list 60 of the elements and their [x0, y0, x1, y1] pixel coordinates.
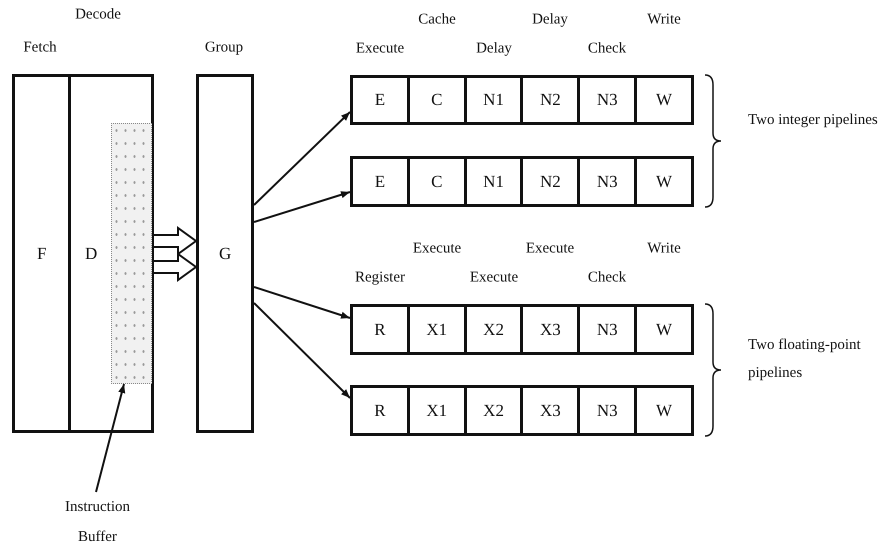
stage-label: Group	[204, 40, 244, 56]
stage-cell: X2	[464, 307, 520, 352]
arrow	[254, 286, 350, 319]
stage-cell: W	[634, 78, 691, 122]
stage-cell: E	[353, 159, 407, 204]
instruction-buffer	[111, 123, 152, 384]
stage-cell: E	[353, 78, 407, 122]
group-label: Two integer pipelines	[748, 111, 879, 130]
stage-cell: N2	[520, 159, 578, 204]
stage-label: Write	[647, 240, 681, 258]
pipeline-row	[350, 385, 694, 436]
annotation-text: Instruction Buffer	[50, 492, 145, 550]
stage-cell: W	[634, 159, 691, 204]
stage-label: Delay	[476, 40, 512, 58]
stage-cell: C	[406, 78, 464, 122]
hollow-arrow	[153, 226, 198, 256]
stage-cell: C	[406, 159, 464, 204]
stage-label: Decode	[75, 6, 121, 24]
stage-letter: D	[85, 244, 98, 264]
stage-box	[68, 74, 154, 433]
stage-cell: N1	[464, 78, 520, 122]
group-label: Two floating-point pipelines	[748, 336, 862, 383]
stage-cell: X3	[520, 307, 578, 352]
stage-cell: N1	[464, 159, 520, 204]
stage-box	[196, 74, 254, 433]
stage-label: Delay	[532, 12, 568, 28]
pipeline-row	[350, 156, 694, 207]
hollow-arrow	[153, 252, 198, 282]
stage-label: Register	[355, 270, 405, 286]
stage-cell: N3	[577, 159, 634, 204]
stage-cell: W	[634, 388, 691, 433]
stage-cell: X2	[464, 388, 520, 433]
stage-label: Execute	[526, 240, 574, 258]
leader-line	[95, 384, 126, 492]
stage-cell: N3	[577, 388, 634, 433]
stage-letter: G	[219, 244, 232, 264]
stage-cell: W	[634, 307, 691, 352]
stage-cell: X1	[406, 307, 464, 352]
stage-cell: X1	[406, 388, 464, 433]
arrow	[253, 111, 351, 206]
stage-cell: R	[353, 388, 407, 433]
pipeline-row	[350, 304, 694, 355]
stage-label: Execute	[412, 240, 462, 258]
stage-label: Fetch	[23, 40, 57, 56]
stage-label: Check	[588, 40, 626, 58]
stage-cell: N3	[577, 307, 634, 352]
arrow	[253, 302, 351, 399]
stage-box	[12, 74, 71, 433]
stage-cell: N2	[520, 78, 578, 122]
stage-cell: X3	[520, 388, 578, 433]
arrow	[254, 191, 350, 223]
stage-label: Execute	[356, 40, 404, 58]
stage-cell: R	[353, 307, 407, 352]
stage-letter: F	[37, 244, 46, 264]
stage-label: Check	[588, 270, 626, 286]
stage-cell: N3	[577, 78, 634, 122]
pipeline-row	[350, 75, 694, 125]
stage-label: Execute	[470, 270, 518, 286]
stage-label: Write	[647, 12, 681, 28]
stage-label: Cache	[418, 12, 456, 28]
